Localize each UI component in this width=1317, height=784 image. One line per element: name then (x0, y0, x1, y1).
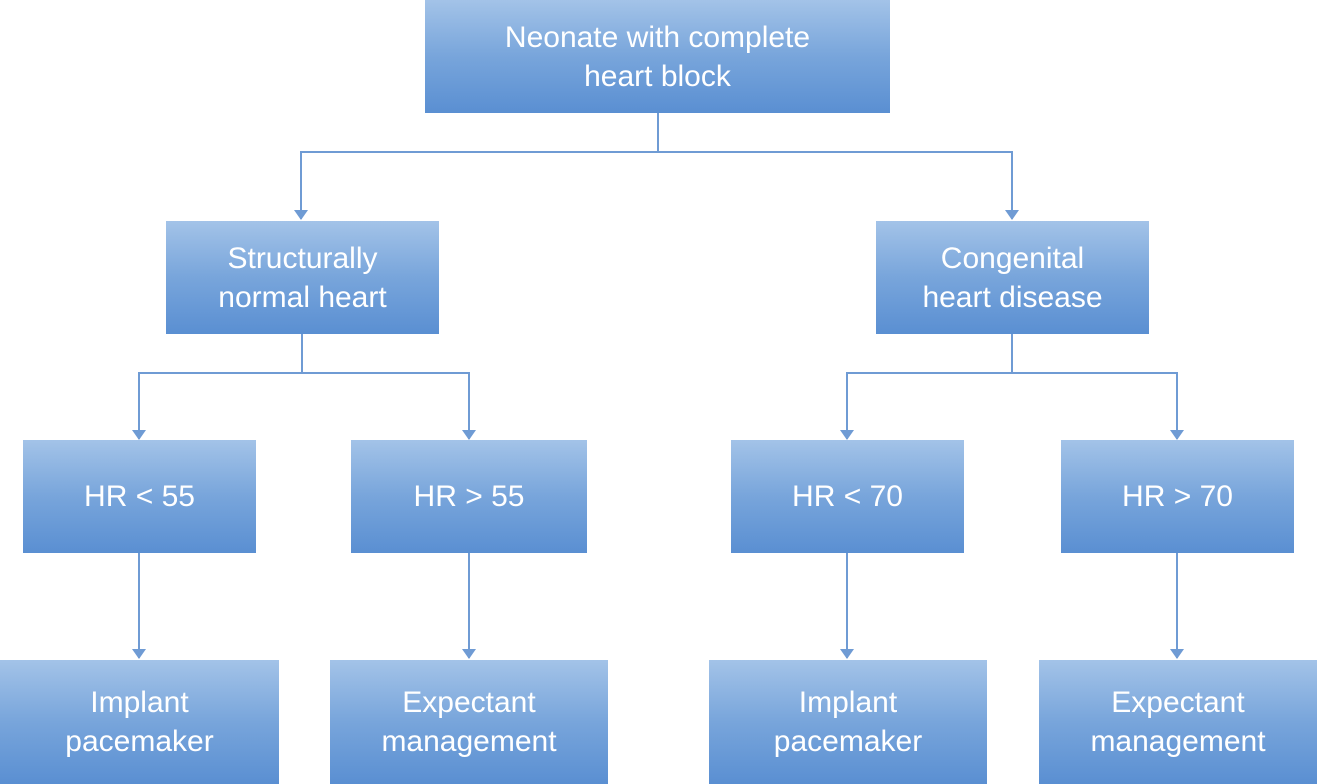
node-structurally-normal-heart: Structurally normal heart (166, 221, 439, 334)
node-hr-greater-than-55: HR > 55 (351, 440, 587, 553)
connector-normal-to-hr-lt-55 (132, 333, 303, 440)
node-expectant-management-normal: Expectant management (330, 660, 608, 784)
node-label: Congenital heart disease (922, 241, 1103, 314)
connector-congenital-to-hr-gt-70 (1012, 372, 1184, 440)
node-neonate-complete-heart-block: Neonate with complete heart block (425, 0, 890, 113)
node-label: Neonate with complete heart block (504, 20, 811, 93)
connector-normal-to-hr-gt-55 (302, 372, 476, 440)
node-label: HR > 70 (1122, 480, 1233, 513)
node-label: Implant pacemaker (773, 686, 923, 758)
node-label: Implant pacemaker (65, 686, 214, 758)
connector-root-to-structurally-normal (294, 113, 659, 220)
connector-congenital-to-hr-lt-70 (840, 333, 1013, 440)
node-hr-less-than-55: HR < 55 (23, 440, 256, 553)
node-label: Expectant management (1090, 686, 1266, 758)
node-implant-pacemaker-congenital: Implant pacemaker (709, 660, 987, 784)
node-label: Structurally normal heart (218, 241, 387, 314)
node-implant-pacemaker-normal: Implant pacemaker (0, 660, 279, 784)
node-congenital-heart-disease: Congenital heart disease (876, 221, 1149, 334)
node-hr-less-than-70: HR < 70 (731, 440, 964, 553)
connector-root-to-congenital (658, 151, 1019, 220)
node-label: Expectant management (381, 686, 557, 758)
node-label: HR < 70 (792, 480, 903, 513)
node-label: HR > 55 (413, 480, 525, 513)
node-hr-greater-than-70: HR > 70 (1061, 440, 1294, 553)
node-expectant-management-congenital: Expectant management (1039, 660, 1317, 784)
node-label: HR < 55 (84, 480, 195, 513)
